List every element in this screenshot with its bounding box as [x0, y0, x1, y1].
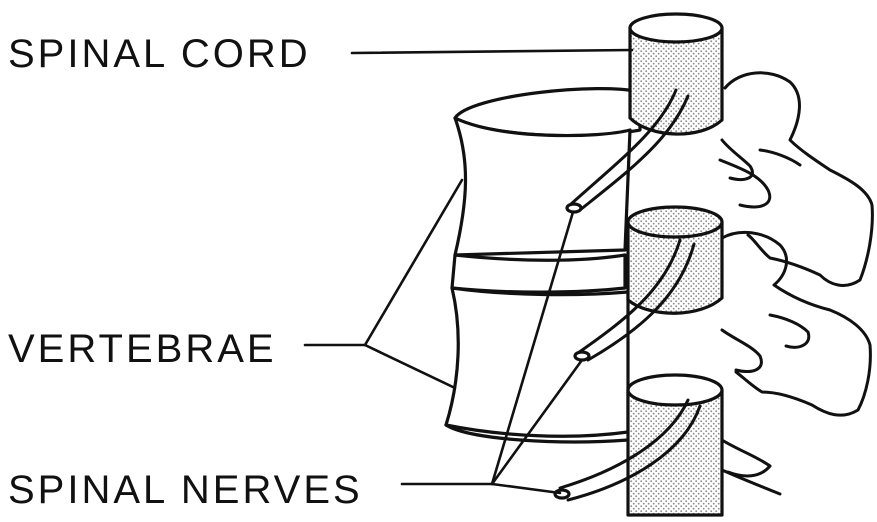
- upper-vertebra-body: [455, 118, 630, 255]
- vertebrae-label: VERTEBRAE: [8, 329, 277, 369]
- vertebral-processes: [720, 73, 872, 494]
- spinal-cord-label: SPINAL CORD: [8, 34, 311, 74]
- spinal-nerves-label: SPINAL NERVES: [8, 470, 363, 510]
- spinal-nerves-leader-3: [492, 484, 560, 493]
- vertebrae-leader-lower: [365, 345, 455, 388]
- vertebrae-leader-upper: [365, 180, 462, 345]
- vertebrae-column: [446, 89, 640, 442]
- spinal-cord-leader: [352, 50, 632, 53]
- lower-vertebra-body: [446, 288, 628, 436]
- intervertebral-disc: [452, 255, 625, 292]
